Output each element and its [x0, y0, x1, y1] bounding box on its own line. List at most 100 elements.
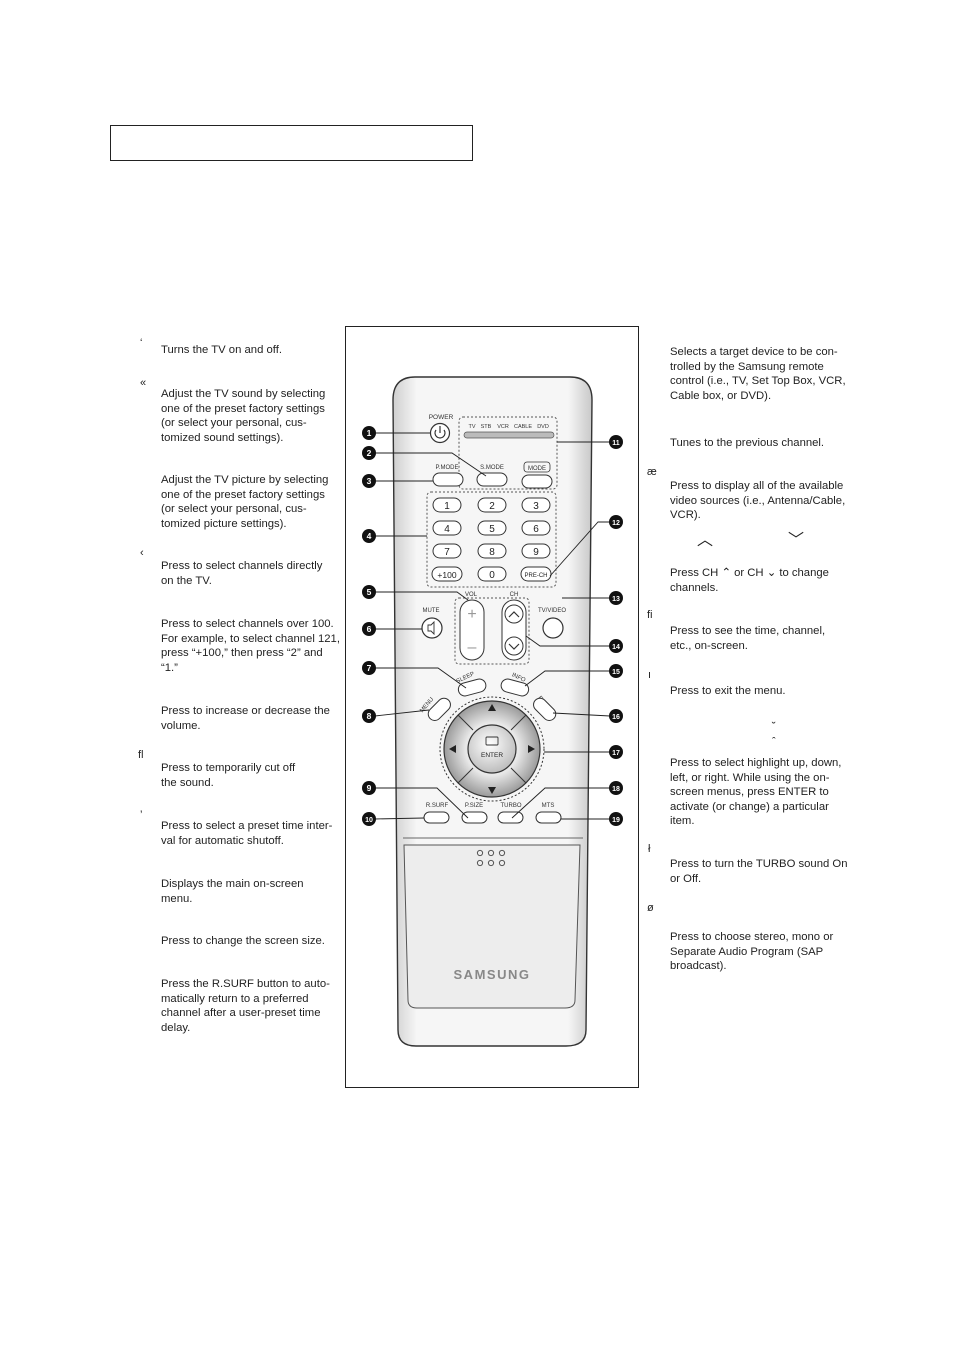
digit-label: 2 [489, 501, 495, 512]
volume-down-icon: – [468, 639, 477, 656]
svg-text:6: 6 [367, 624, 372, 634]
desc-mute: Press to temporarily cut off the sound. [161, 762, 296, 789]
sleep-button[interactable] [457, 678, 487, 698]
navigation-pad[interactable]: ENTER [439, 696, 545, 802]
nav-up-icon[interactable] [488, 704, 496, 711]
svg-text:15: 15 [612, 669, 620, 676]
prech-button[interactable]: PRE-CH [520, 566, 552, 582]
tvvideo-button[interactable] [542, 617, 564, 639]
smode-label: S.MODE [480, 465, 504, 471]
small-arrows: ˘ ˆ [772, 721, 786, 748]
callout-19: 19 [609, 812, 623, 826]
marker: « [140, 377, 147, 389]
digit-label: 7 [444, 547, 450, 558]
mute-icon [427, 620, 435, 636]
svg-text:12: 12 [612, 520, 620, 527]
info-button[interactable] [500, 678, 530, 698]
nav-right-icon[interactable] [528, 745, 535, 753]
callout-13: 13 [609, 591, 623, 605]
svg-text:16: 16 [612, 714, 620, 721]
desc-channel: Press CH ⌃ or CH ⌄ to change channels. [670, 567, 829, 594]
remote-illustration: SAMSUNG POWER TV STB VCR CABLE DVD MODE … [362, 376, 623, 1047]
desc-prech: Tunes to the previous channel. [670, 437, 825, 449]
mode-button-outline [523, 461, 551, 473]
turbo-button[interactable] [497, 811, 524, 824]
marker: ı [648, 669, 652, 681]
plus100-button[interactable]: +100 [431, 566, 463, 582]
menu-button[interactable] [426, 696, 454, 724]
callout-2: 2 [362, 446, 376, 460]
psize-label: P.SIZE [465, 803, 483, 809]
desc-volume: Press to increase or decrease the volume… [161, 705, 330, 732]
desc-navigation: Press to select highlight up, down, left… [670, 757, 842, 828]
svg-text:14: 14 [612, 644, 620, 651]
callout-1: 1 [362, 426, 376, 440]
desc-device-select: Selects a target device to be con-trolle… [670, 346, 846, 402]
digit-button-5[interactable]: 5 [477, 520, 507, 536]
digit-button-2[interactable]: 2 [477, 497, 507, 513]
callout-17: 17 [609, 745, 623, 759]
digit-button-1[interactable]: 1 [432, 497, 462, 513]
mts-button[interactable] [535, 811, 562, 824]
desc-power: Turns the TV on and off. [161, 344, 282, 356]
power-button[interactable] [429, 422, 451, 444]
brand-logo: SAMSUNG [454, 967, 531, 982]
digit-label: 9 [533, 547, 539, 558]
smode-button[interactable] [476, 472, 508, 487]
pmode-button[interactable] [432, 472, 464, 487]
svg-text:4: 4 [367, 531, 372, 541]
exit-button[interactable] [531, 696, 559, 724]
mute-label: MUTE [423, 608, 440, 614]
enter-label: ENTER [481, 752, 503, 759]
desc-turbo: Press to turn the TURBO sound On or Off. [670, 858, 848, 885]
psize-button[interactable] [461, 811, 488, 824]
digit-button-4[interactable]: 4 [432, 520, 462, 536]
prech-label: PRE-CH [524, 573, 547, 579]
power-label: POWER [429, 414, 454, 421]
marker: æ [647, 466, 657, 478]
digit-button-7[interactable]: 7 [432, 543, 462, 559]
device-label-tv: TV [468, 424, 475, 430]
digit-button-3[interactable]: 3 [521, 497, 551, 513]
channel-down-icon [508, 643, 520, 650]
volume-rocker[interactable] [459, 599, 485, 661]
desc-number-buttons: Press to select channels directly on the… [161, 560, 323, 587]
enter-button[interactable] [467, 724, 517, 774]
device-label-stb: STB [481, 424, 492, 430]
svg-text:7: 7 [367, 663, 372, 673]
digit-button-0[interactable]: 0 [477, 566, 507, 582]
info-label: INFO [511, 672, 527, 684]
marker: ﬂ [138, 749, 144, 761]
callout-8: 8 [362, 709, 376, 723]
channel-rocker[interactable] [501, 599, 527, 661]
marker: ł [648, 843, 651, 855]
digit-button-8[interactable]: 8 [477, 543, 507, 559]
vol-ch-group [454, 597, 530, 665]
mute-button[interactable] [421, 617, 443, 639]
desc-mts: Press to choose stereo, mono or Separate… [670, 931, 834, 973]
nav-left-icon[interactable] [449, 745, 456, 753]
svg-text:11: 11 [612, 440, 620, 447]
callout-14: 14 [609, 639, 623, 653]
mode-button[interactable] [521, 474, 553, 489]
desc-rsurf: Press the R.SURF button to auto-maticall… [161, 978, 330, 1034]
ch-down-glyph: ﹀ [788, 532, 805, 549]
desc-pmode: Adjust the TV picture by selecting one o… [161, 474, 329, 530]
digit-button-9[interactable]: 9 [521, 543, 551, 559]
nav-down-icon[interactable] [488, 787, 496, 794]
digit-button-6[interactable]: 6 [521, 520, 551, 536]
desc-sleep: Press to select a preset time inter-val … [161, 820, 333, 847]
callout-18: 18 [609, 781, 623, 795]
rsurf-button[interactable] [423, 811, 450, 824]
marker: ‘ [140, 337, 143, 349]
digit-label: 0 [489, 570, 495, 581]
marker: ø [647, 902, 654, 914]
digit-label: 4 [444, 524, 450, 535]
section-title-box [110, 125, 473, 161]
digit-label: 1 [444, 501, 450, 512]
device-label-cable: CABLE [514, 424, 532, 430]
channel-up-icon [508, 611, 520, 618]
callout-10: 10 [362, 812, 376, 826]
tvvideo-label: TV/VIDEO [538, 608, 566, 614]
svg-text:5: 5 [367, 587, 372, 597]
